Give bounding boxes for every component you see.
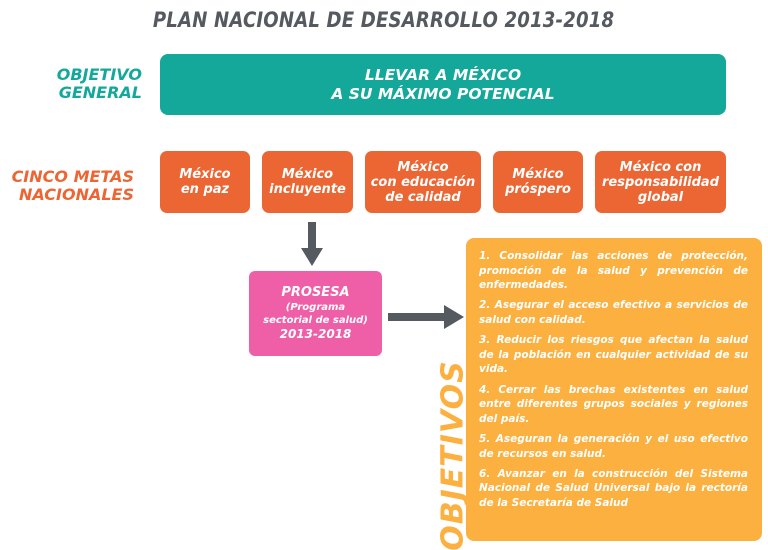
objetivo-general-label: OBJETIVO GENERAL	[56, 65, 142, 102]
objetivo-item: 2. Asegurar el acceso efectivo a servici…	[479, 299, 748, 326]
objetivos-box: 1. Consolidar las acciones de protección…	[466, 238, 762, 541]
objetivo-item: 6. Avanzar en la construcción del Sistem…	[479, 467, 748, 509]
meta-mexico-prospero: México próspero	[493, 151, 583, 213]
arrow-right-icon	[388, 305, 464, 329]
prosesa-box: PROSESA (Programa sectorial de salud) 20…	[249, 271, 382, 356]
objetivos-list: 1. Consolidar las acciones de protección…	[479, 249, 748, 516]
objetivos-vertical-label: OBJETIVOS	[435, 359, 471, 550]
objetivo-item: 1. Consolidar las acciones de protección…	[479, 250, 748, 292]
cinco-metas-label: CINCO METAS NACIONALES	[11, 167, 134, 204]
meta-mexico-en-paz: México en paz	[160, 151, 250, 213]
objetivo-item: 4. Cerrar las brechas existentes en salu…	[479, 383, 748, 425]
meta-mexico-responsabilidad: México con responsabilidad global	[595, 151, 726, 213]
page-title: PLAN NACIONAL DE DESARROLLO 2013-2018	[152, 8, 615, 32]
meta-mexico-educacion: México con educación de calidad	[365, 151, 481, 213]
meta-mexico-incluyente: México incluyente	[262, 151, 353, 213]
objetivo-item: 5. Aseguran la generación y el uso efect…	[479, 432, 748, 460]
objetivo-general-box: LLEVAR A MÉXICO A SU MÁXIMO POTENCIAL	[160, 54, 726, 115]
objetivo-item: 3. Reducir los riesgos que afectan la sa…	[479, 334, 748, 376]
arrow-down-icon	[301, 222, 323, 266]
